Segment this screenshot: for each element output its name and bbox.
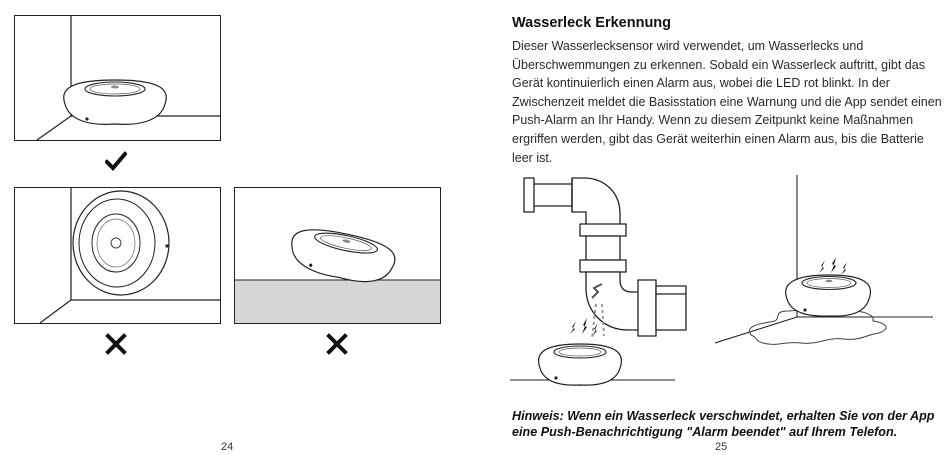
leaking-pipe-illustration [510, 177, 687, 386]
sensor-device [63, 79, 167, 125]
tilted-sensor-illustration [235, 229, 440, 323]
sensor-device [291, 229, 396, 283]
sensor-device [538, 343, 622, 386]
sensor-device [72, 190, 170, 296]
left-page: 24 [14, 15, 441, 453]
wall-mounted-illustration [39, 188, 220, 323]
checkmark-icon [105, 151, 127, 171]
figure-sensor-tilted-on-surface [234, 187, 441, 324]
alarm-spark-icon [570, 318, 598, 336]
section-heading: Wasserleck Erkennung [512, 15, 672, 31]
figure-sensor-mounted-on-wall [14, 187, 221, 324]
right-page: Wasserleck Erkennung Dieser Wasserleckse… [475, 0, 950, 455]
page-number: 25 [715, 441, 728, 453]
cross-icon [105, 333, 127, 355]
puddle-sensor-illustration [715, 175, 933, 345]
room-corner-illustration [36, 16, 220, 140]
cross-icon [326, 333, 348, 355]
section-body-text: Dieser Wasserlecksensor wird verwendet, … [512, 39, 942, 165]
hint-note: Hinweis: Wenn ein Wasserleck verschwinde… [512, 409, 935, 439]
sensor-device [785, 274, 871, 317]
alarm-spark-icon [819, 257, 847, 275]
figure-sensor-flat-in-corner [14, 15, 221, 141]
page-number: 24 [221, 441, 234, 453]
